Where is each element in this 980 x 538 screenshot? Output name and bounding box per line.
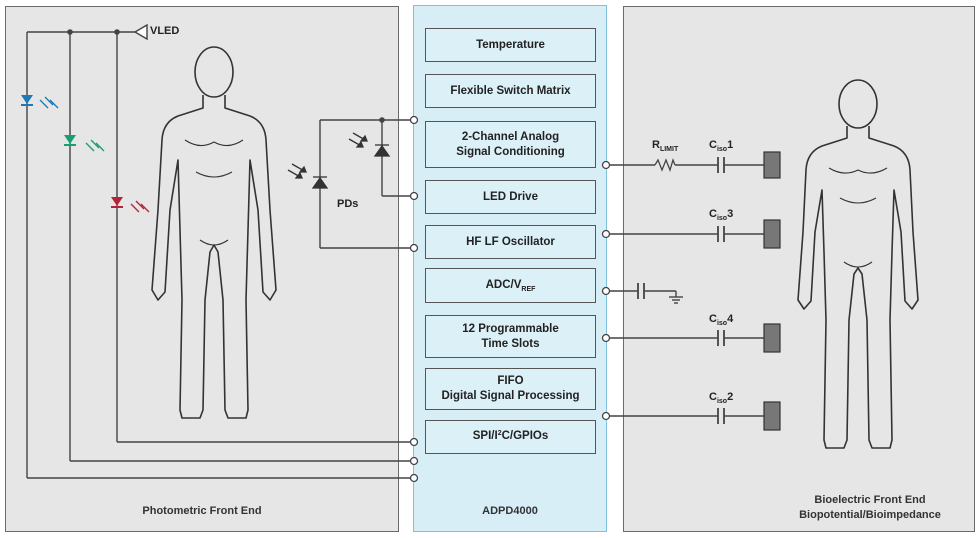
ciso2-label: Ciso2 bbox=[709, 391, 734, 405]
capacitor-icon bbox=[637, 157, 725, 424]
ciso3-label: Ciso3 bbox=[709, 208, 734, 222]
human-figure-left bbox=[151, 46, 277, 419]
rlimit-label: RLIMIT bbox=[652, 139, 679, 153]
ground-icon bbox=[669, 296, 683, 304]
adc-vref-block: ADC/VREF bbox=[425, 268, 596, 303]
adpd4000-caption: ADPD4000 bbox=[482, 505, 538, 517]
oscillator-block: HF LF Oscillator bbox=[425, 225, 596, 259]
flexible-switch-matrix-block: Flexible Switch Matrix bbox=[425, 74, 596, 108]
photodiode-icon bbox=[311, 144, 391, 189]
green-led-icon bbox=[64, 135, 105, 152]
blue-led-icon bbox=[21, 95, 59, 109]
temperature-block: Temperature bbox=[425, 28, 596, 62]
spi-i2c-gpio-block: SPI/I2C/GPIOs bbox=[425, 420, 596, 454]
pds-label: PDs bbox=[337, 198, 359, 210]
ciso4-label: Ciso4 bbox=[709, 313, 734, 327]
led-drive-block: LED Drive bbox=[425, 180, 596, 214]
human-figure-right bbox=[797, 79, 919, 449]
vled-label: VLED bbox=[150, 25, 180, 37]
electrode-icon bbox=[763, 151, 781, 431]
incoming-light-icon bbox=[287, 132, 368, 179]
photometric-caption: Photometric Front End bbox=[142, 505, 262, 517]
red-led-icon bbox=[111, 197, 150, 213]
resistor-icon bbox=[654, 158, 676, 172]
ciso1-label: Ciso1 bbox=[709, 139, 734, 153]
